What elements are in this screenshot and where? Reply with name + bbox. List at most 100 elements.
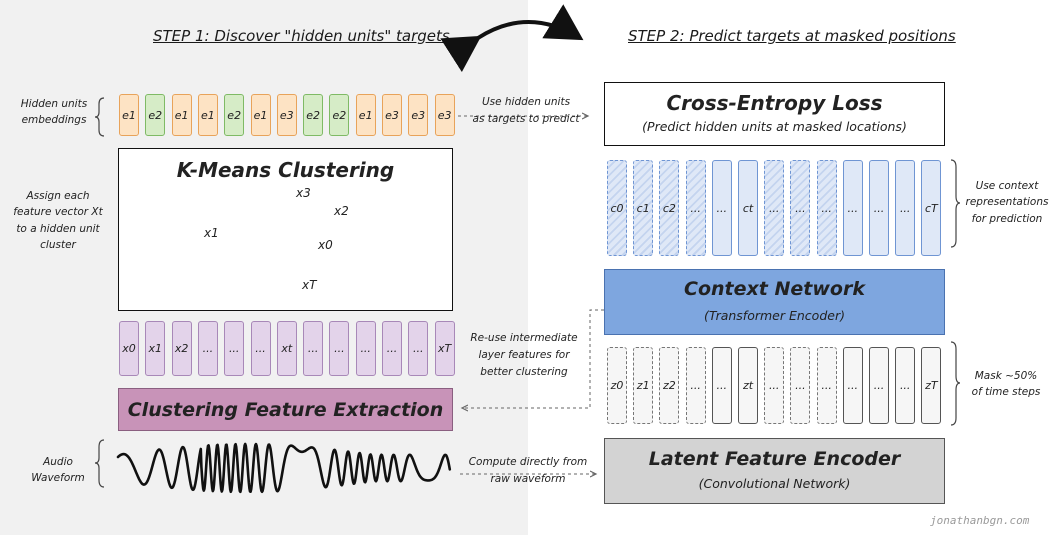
ctx-cell: ... bbox=[764, 160, 785, 256]
emb-cell: e1 bbox=[355, 94, 376, 136]
feat-cell: ... bbox=[250, 321, 271, 376]
lat-cell: z1 bbox=[633, 347, 654, 424]
kmeans-point-label: x3 bbox=[296, 186, 311, 200]
context-usage-line: for prediction bbox=[971, 212, 1043, 225]
lat-cell: ... bbox=[685, 347, 706, 424]
assign-label: Assign each feature vector Xt to a hidde… bbox=[2, 188, 114, 253]
cross-entropy-title: Cross-Entropy Loss bbox=[666, 91, 883, 115]
arrow-reuse bbox=[462, 309, 604, 408]
brace-context bbox=[950, 159, 961, 248]
latent-encoder-subtitle: (Convolutional Network) bbox=[698, 476, 851, 491]
step1-title: STEP 1: Discover "hidden units" targets bbox=[153, 27, 450, 45]
reuse-label: Re-use intermediate layer features for b… bbox=[462, 330, 586, 380]
brace-embeddings bbox=[94, 97, 105, 137]
ctx-cell: ... bbox=[816, 160, 837, 256]
lat-cell: zT bbox=[921, 347, 942, 424]
compute-line: Compute directly from bbox=[468, 456, 588, 468]
swap-arrow bbox=[440, 4, 584, 73]
ctx-cell: c2 bbox=[659, 160, 680, 256]
step2-title: STEP 2: Predict targets at masked positi… bbox=[628, 27, 956, 45]
ctx-cell: ... bbox=[685, 160, 706, 256]
lat-cell: ... bbox=[895, 347, 916, 424]
hidden-units-label-line: Hidden units bbox=[20, 98, 88, 110]
lat-cell: z0 bbox=[607, 347, 627, 424]
ctx-cell: c1 bbox=[633, 160, 654, 256]
assign-label-line: feature vector Xt bbox=[13, 206, 103, 219]
context-usage-line: Use context bbox=[975, 180, 1039, 192]
context-usage-line: representations bbox=[965, 196, 1049, 209]
lat-cell: z2 bbox=[659, 347, 680, 424]
feat-cell: ... bbox=[197, 321, 218, 376]
cross-entropy-box: Cross-Entropy Loss (Predict hidden units… bbox=[604, 82, 945, 146]
feat-cell: ... bbox=[224, 321, 245, 376]
ctx-cell: ... bbox=[790, 160, 811, 256]
ctx-cell: ... bbox=[895, 160, 916, 256]
reuse-line: Re-use intermediate bbox=[470, 332, 578, 344]
emb-cell: e2 bbox=[145, 94, 166, 136]
feat-cell: ... bbox=[382, 321, 402, 376]
emb-cell: e1 bbox=[197, 94, 218, 136]
emb-cell: e1 bbox=[119, 94, 139, 136]
brace-mask bbox=[950, 341, 961, 426]
kmeans-box: K-Means Clustering bbox=[118, 148, 453, 311]
audio-label-line: Waveform bbox=[31, 472, 85, 485]
use-hidden-label: Use hidden units as targets to predict bbox=[466, 94, 586, 128]
mask-label-line: Mask ~50% bbox=[974, 370, 1038, 382]
feat-cell: x2 bbox=[171, 321, 192, 376]
feat-cell: x0 bbox=[119, 321, 139, 376]
lat-cell: ... bbox=[869, 347, 889, 424]
mask-label: Mask ~50% of time steps bbox=[962, 368, 1050, 401]
lat-cell: ... bbox=[790, 347, 811, 424]
feat-cell: ... bbox=[408, 321, 429, 376]
brace-audio bbox=[94, 439, 105, 488]
emb-cell: e2 bbox=[224, 94, 245, 136]
context-network-title: Context Network bbox=[684, 278, 865, 300]
feat-cell: xT bbox=[434, 321, 455, 376]
ctx-cell: c0 bbox=[607, 160, 627, 256]
audio-label: Audio Waveform bbox=[28, 454, 88, 487]
hidden-units-label-line: embeddings bbox=[21, 114, 87, 127]
feat-cell: x1 bbox=[145, 321, 166, 376]
ctx-cell: ... bbox=[842, 160, 863, 256]
hidden-units-label: Hidden units embeddings bbox=[14, 96, 94, 129]
emb-cell: e3 bbox=[434, 94, 455, 136]
reuse-line: better clustering bbox=[480, 365, 568, 378]
emb-cell: e2 bbox=[303, 94, 324, 136]
lat-cell: ... bbox=[816, 347, 837, 424]
context-usage-label: Use context representations for predicti… bbox=[960, 178, 1054, 227]
feat-cell: ... bbox=[329, 321, 350, 376]
emb-cell: e2 bbox=[329, 94, 350, 136]
clustering-feature-extraction-label: Clustering Feature Extraction bbox=[127, 398, 444, 421]
assign-label-line: to a hidden unit bbox=[16, 222, 100, 235]
lat-cell: ... bbox=[764, 347, 785, 424]
feat-cell: ... bbox=[355, 321, 376, 376]
context-network-box: Context Network (Transformer Encoder) bbox=[604, 269, 945, 335]
context-network-subtitle: (Transformer Encoder) bbox=[704, 308, 845, 323]
ctx-cell: ... bbox=[869, 160, 889, 256]
latent-encoder-box: Latent Feature Encoder (Convolutional Ne… bbox=[604, 438, 945, 504]
mask-label-line: of time steps bbox=[971, 386, 1041, 399]
compute-label: Compute directly from raw waveform bbox=[462, 454, 594, 488]
watermark: jonathanbgn.com bbox=[930, 514, 1030, 527]
use-hidden-line: Use hidden units bbox=[481, 96, 571, 108]
kmeans-title: K-Means Clustering bbox=[176, 158, 395, 182]
kmeans-point-label: xT bbox=[302, 278, 317, 292]
emb-cell: e1 bbox=[171, 94, 192, 136]
use-hidden-line: as targets to predict bbox=[472, 112, 580, 125]
ctx-cell: ... bbox=[711, 160, 732, 256]
feat-cell: ... bbox=[303, 321, 324, 376]
lat-cell: zt bbox=[738, 347, 758, 424]
latent-encoder-title: Latent Feature Encoder bbox=[648, 448, 901, 470]
cross-entropy-subtitle: (Predict hidden units at masked location… bbox=[642, 119, 907, 134]
emb-cell: e3 bbox=[382, 94, 402, 136]
ctx-cell: ct bbox=[738, 160, 758, 256]
emb-cell: e1 bbox=[250, 94, 271, 136]
compute-line: raw waveform bbox=[490, 472, 566, 485]
lat-cell: ... bbox=[842, 347, 863, 424]
clustering-feature-extraction: Clustering Feature Extraction bbox=[118, 388, 453, 431]
ctx-cell: cT bbox=[921, 160, 942, 256]
lat-cell: ... bbox=[711, 347, 732, 424]
kmeans-point-label: x2 bbox=[334, 204, 349, 218]
audio-label-line: Audio bbox=[43, 456, 73, 468]
feat-cell: xt bbox=[276, 321, 297, 376]
